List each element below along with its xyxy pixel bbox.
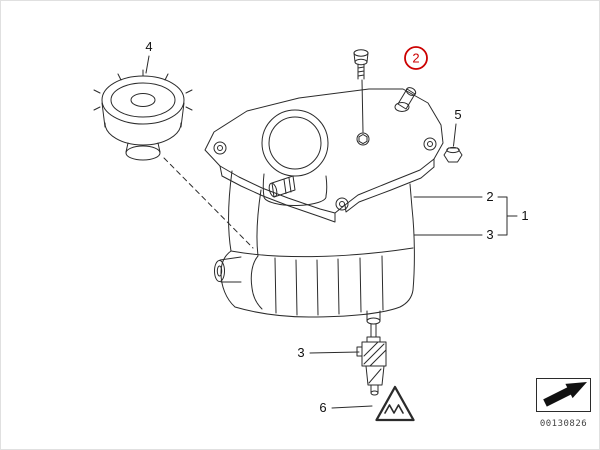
callout-2-right[interactable]: 2: [486, 189, 493, 204]
warning-triangle-icon: [375, 385, 415, 422]
level-sensor-drawing: [356, 323, 387, 396]
highlight-circle: [404, 46, 428, 70]
leader-line-nut: [453, 123, 457, 147]
callout-bracket: [497, 196, 518, 236]
callout-5-nut[interactable]: 5: [454, 107, 461, 122]
vent-screw-drawing: [353, 49, 369, 80]
callout-6-warning[interactable]: 6: [319, 400, 326, 415]
part-number: 00130826: [540, 419, 587, 429]
leader-line-warning: [331, 405, 373, 409]
leader-line-cap: [145, 55, 150, 74]
reservoir-cap-drawing: [93, 69, 193, 161]
leader-line-vent-screw: [361, 79, 364, 133]
footer-stamp: 00130826: [536, 378, 591, 429]
callout-1-tank[interactable]: 1: [521, 208, 528, 223]
callout-2-circled[interactable]: 2: [404, 46, 428, 70]
leader-line-sensor: [309, 351, 360, 354]
callout-3-right[interactable]: 3: [486, 227, 493, 242]
callout-3-sensor[interactable]: 3: [297, 345, 304, 360]
leader-line-cap-dashed: [163, 157, 254, 249]
hex-nut-drawing: [443, 146, 463, 163]
direction-arrow-icon: [543, 382, 587, 407]
callout-4-cap[interactable]: 4: [145, 39, 152, 54]
expansion-tank-drawing: [204, 87, 444, 325]
callout-2-label: 2: [412, 51, 419, 66]
